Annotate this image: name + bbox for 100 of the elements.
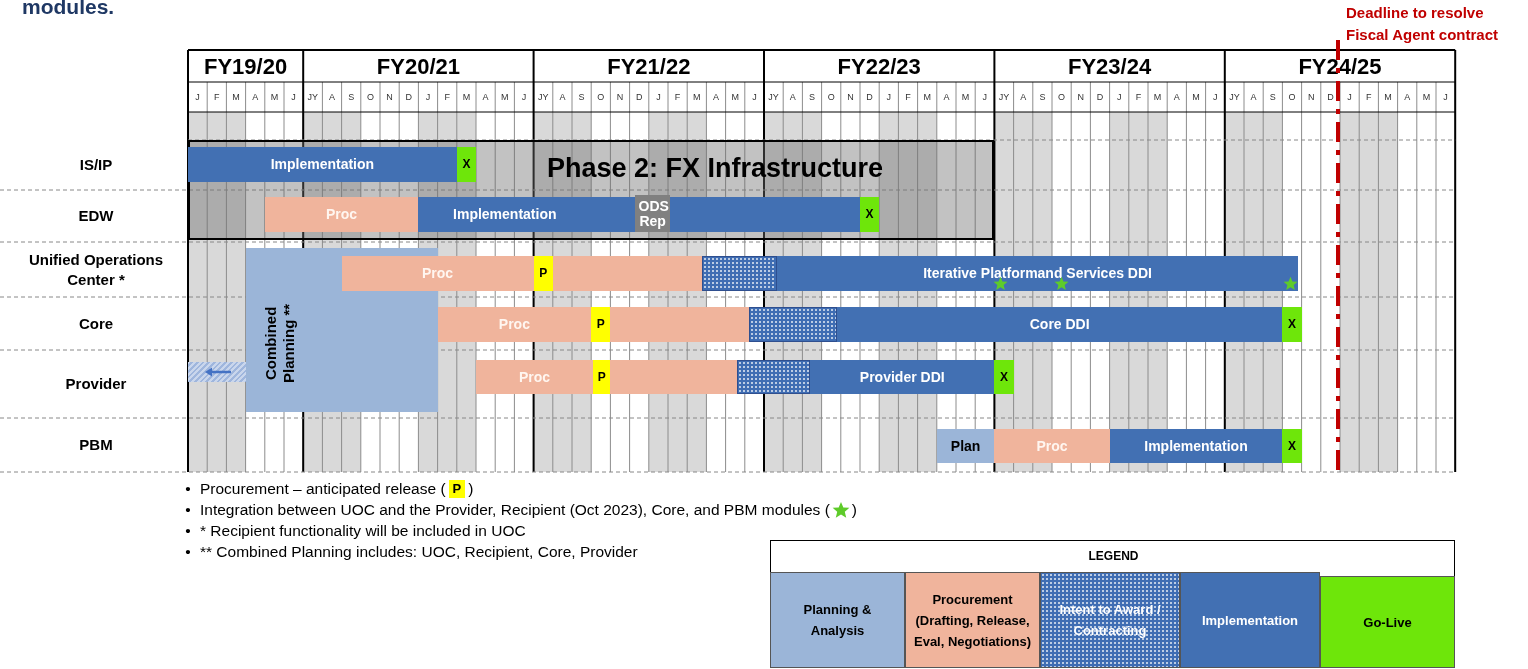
legend-title: LEGEND — [1087, 548, 1140, 565]
month-label: O — [1287, 90, 1297, 104]
legend-label: Go-Live — [1362, 613, 1413, 632]
month-label: A — [1403, 90, 1412, 104]
hatched-bar — [188, 362, 246, 382]
month-label: O — [1057, 90, 1067, 104]
month-label: M — [922, 90, 932, 104]
go-live-marker — [1282, 307, 1302, 342]
bar-label: X — [1287, 438, 1296, 454]
month-label: M — [692, 90, 702, 104]
month-label: O — [596, 90, 606, 104]
month-label: JY — [997, 90, 1011, 104]
bar-label: P — [596, 317, 605, 332]
month-label: M — [269, 90, 280, 104]
legend-label: Intent to Award / Contracting — [1058, 601, 1162, 640]
bullet: • — [184, 479, 192, 499]
month-label: O — [826, 90, 836, 104]
row-label: Provider — [64, 374, 128, 394]
month-label: A — [788, 90, 797, 104]
legend-label: Procurement (Drafting, Release, Eval, Negotiations) — [913, 590, 1032, 651]
month-label: J — [194, 90, 201, 104]
bullet: • — [184, 500, 192, 520]
release-marker — [591, 307, 611, 342]
bar-label: Core DDI — [1029, 317, 1090, 332]
implementation-bar — [836, 307, 1283, 342]
bar-label: Provider DDI — [859, 369, 945, 385]
month-label: J — [1115, 90, 1123, 104]
bar-label: Proc — [326, 207, 358, 222]
month-label: A — [1019, 90, 1028, 104]
month-label: M — [231, 90, 241, 104]
row-label: Unified Operations Center * — [27, 249, 165, 290]
row-label: Core — [77, 313, 115, 334]
go-live-marker — [860, 197, 880, 232]
month-label: A — [558, 90, 567, 104]
month-label: A — [1172, 90, 1181, 104]
contracting-bar — [737, 360, 811, 394]
month-label: JY — [306, 90, 320, 104]
implementation-bar — [418, 197, 860, 232]
bullet: • — [184, 542, 192, 562]
month-label: S — [347, 90, 356, 104]
month-label: N — [1306, 90, 1316, 104]
bar-label: P — [597, 369, 606, 385]
note-text: ) — [851, 500, 857, 520]
bar-label: Proc — [1036, 438, 1068, 454]
month-label: J — [751, 90, 758, 104]
go-live-marker — [994, 360, 1014, 394]
note-text: ) — [468, 479, 474, 499]
fiscal-year-header: FY23/24 — [1067, 53, 1153, 81]
procurement-bar — [476, 360, 738, 394]
month-label: N — [1076, 90, 1086, 104]
release-marker — [593, 360, 611, 394]
bullet: • — [184, 521, 192, 541]
bar-label: Implementation — [270, 157, 375, 172]
month-label: S — [1038, 90, 1047, 104]
month-label: J — [1346, 90, 1353, 104]
bar-label: ODS Rep — [638, 198, 667, 229]
month-label: J — [1211, 90, 1219, 104]
procurement-bar — [437, 307, 749, 342]
legend-label: Planning & Analysis — [802, 601, 873, 640]
implementation-bar — [1109, 429, 1283, 463]
contracting-bar — [701, 256, 778, 291]
month-label: M — [1152, 90, 1163, 104]
month-label: D — [1326, 90, 1335, 104]
month-label: JY — [1228, 90, 1241, 104]
bar-label: Implementation — [452, 205, 558, 224]
month-label: M — [461, 90, 472, 104]
month-label: M — [960, 90, 971, 104]
bar-label: X — [865, 207, 874, 222]
legend-label: Implementation — [1200, 611, 1300, 630]
fiscal-year-header: FY22/23 — [836, 53, 922, 81]
implementation-bar — [810, 360, 995, 394]
implementation-bar — [188, 147, 457, 182]
procurement-bar — [994, 429, 1110, 463]
month-label: F — [1365, 90, 1373, 104]
month-label: D — [404, 90, 414, 104]
note-text: Integration between UOC and the Provider, Recipient (Oct 2023), Core, and PBM modules ( — [200, 500, 830, 520]
procurement-bar — [264, 197, 419, 232]
month-label: D — [634, 90, 644, 104]
month-label: M — [1421, 90, 1432, 104]
bar-label: Iterative Platformand Services DDI — [923, 266, 1152, 281]
row-label: PBM — [78, 435, 114, 455]
month-label: M — [1191, 90, 1201, 104]
row-label: IS/IP — [78, 155, 114, 175]
month-label: A — [1249, 90, 1258, 104]
bar-label: Plan — [950, 438, 981, 454]
bar-label: Proc — [421, 264, 455, 283]
planning-bar — [936, 429, 995, 463]
release-marker — [533, 256, 553, 291]
month-label: M — [500, 90, 510, 104]
bar-label: X — [462, 157, 471, 172]
fiscal-year-header: FY20/21 — [375, 53, 461, 81]
month-label: A — [251, 90, 260, 104]
month-label: F — [443, 90, 451, 104]
month-label: D — [865, 90, 874, 104]
note-text: Procurement – anticipated release ( — [200, 479, 446, 499]
bar-label: Proc — [518, 367, 552, 387]
bar-label: X — [999, 369, 1008, 385]
month-label: A — [711, 90, 720, 104]
procurement-bar — [341, 256, 702, 291]
month-label: S — [577, 90, 586, 104]
